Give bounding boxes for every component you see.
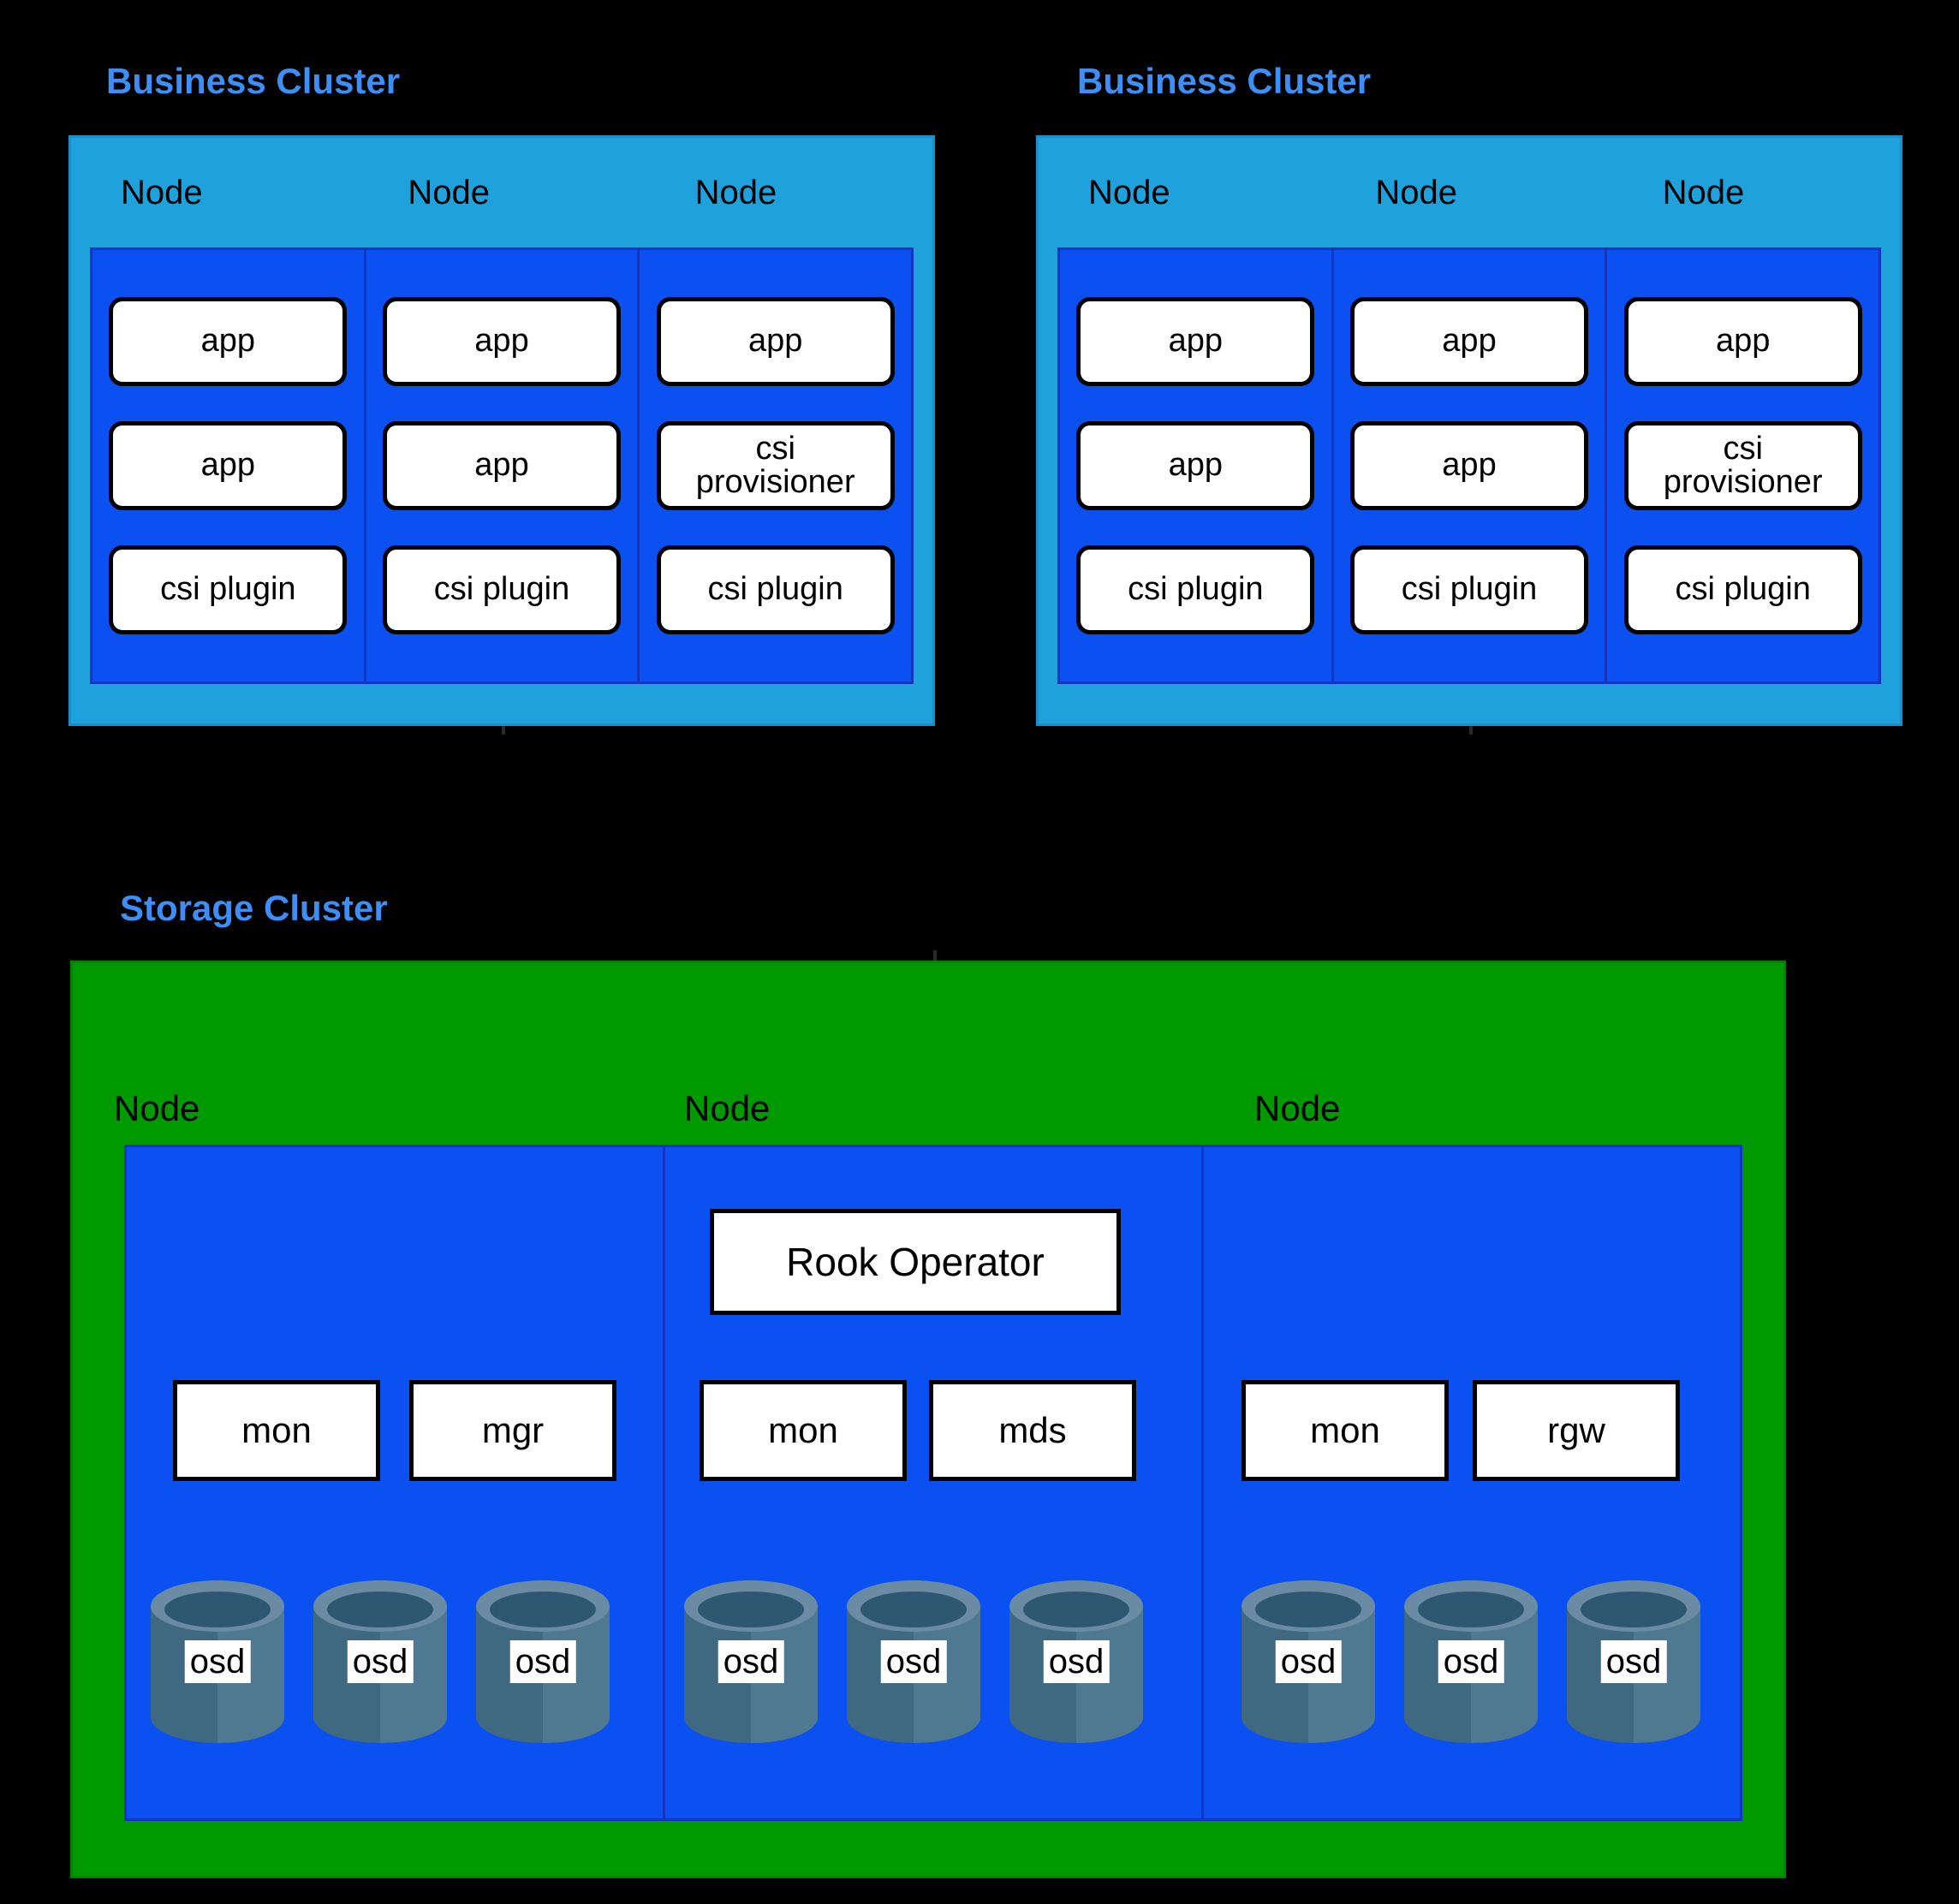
storage-cluster-node-2-label: Node bbox=[1254, 1088, 1341, 1128]
osd-cylinder[interactable]: osd bbox=[1236, 1577, 1380, 1746]
pod-csi-plugin[interactable]: csi plugin bbox=[1076, 545, 1315, 634]
osd-cylinder[interactable]: osd bbox=[471, 1577, 615, 1746]
business-cluster-2-node-1[interactable]: app app csi plugin bbox=[1333, 250, 1608, 681]
pod-app[interactable]: app bbox=[383, 297, 621, 386]
business-cluster-2-node-1-label: Node bbox=[1375, 173, 1457, 211]
service-mon[interactable]: mon bbox=[700, 1380, 907, 1481]
storage-cluster-panel: Node Node Node mon mgr osd bbox=[70, 961, 1786, 1878]
service-mgr[interactable]: mgr bbox=[409, 1380, 616, 1481]
osd-cylinder[interactable]: osd bbox=[308, 1577, 452, 1746]
pod-app[interactable]: app bbox=[656, 297, 895, 386]
osd-cylinder[interactable]: osd bbox=[1399, 1577, 1543, 1746]
pod-csi-provisioner[interactable]: csi provisioner bbox=[1623, 421, 1862, 510]
osd-label: osd bbox=[1275, 1640, 1342, 1683]
osd-label: osd bbox=[718, 1640, 784, 1683]
pod-app[interactable]: app bbox=[109, 421, 348, 510]
business-cluster-2-node-0[interactable]: app app csi plugin bbox=[1060, 250, 1334, 681]
business-cluster-1-node-0[interactable]: app app csi plugin bbox=[92, 250, 366, 681]
storage-cluster-node-labels: Node Node Node bbox=[73, 963, 1783, 1145]
osd-cylinder[interactable]: osd bbox=[1562, 1577, 1706, 1746]
business-cluster-2-node-row: app app csi plugin app app csi plugin ap… bbox=[1057, 247, 1881, 684]
storage-cluster-node-0-label: Node bbox=[114, 1088, 200, 1128]
pod-app[interactable]: app bbox=[383, 421, 621, 510]
osd-label: osd bbox=[1600, 1640, 1667, 1683]
osd-label: osd bbox=[509, 1640, 576, 1683]
storage-cluster-node-row: mon mgr osd osd bbox=[124, 1145, 1742, 1821]
business-cluster-2-panel: Node Node Node app app csi plugin app ap… bbox=[1036, 135, 1902, 726]
business-cluster-1-node-2-label: Node bbox=[694, 173, 777, 211]
pod-csi-plugin[interactable]: csi plugin bbox=[383, 545, 621, 634]
business-cluster-1-node-1[interactable]: app app csi plugin bbox=[366, 250, 640, 681]
storage-cluster-caption: Storage Cluster bbox=[120, 888, 388, 928]
business-cluster-1-node-1-label: Node bbox=[408, 173, 490, 211]
business-cluster-1-caption: Business Cluster bbox=[106, 61, 401, 101]
storage-cluster-node-1[interactable]: Rook Operator mon mds osd bbox=[665, 1147, 1204, 1818]
rook-operator-box[interactable]: Rook Operator bbox=[710, 1209, 1121, 1315]
storage-cluster-node-2[interactable]: mon rgw osd osd bbox=[1204, 1147, 1740, 1818]
osd-cylinder[interactable]: osd bbox=[842, 1577, 985, 1746]
business-cluster-2-node-0-label: Node bbox=[1088, 173, 1170, 211]
pod-csi-provisioner[interactable]: csi provisioner bbox=[656, 421, 895, 510]
osd-label: osd bbox=[880, 1640, 947, 1683]
business-cluster-1-panel: Node Node Node app app csi plugin app ap… bbox=[68, 135, 935, 726]
service-mds[interactable]: mds bbox=[929, 1380, 1136, 1481]
business-cluster-2-node-2[interactable]: app csi provisioner csi plugin bbox=[1607, 250, 1879, 681]
osd-cylinder[interactable]: osd bbox=[679, 1577, 823, 1746]
business-cluster-1-node-0-label: Node bbox=[121, 173, 203, 211]
business-cluster-2-node-2-label: Node bbox=[1662, 173, 1745, 211]
osd-label: osd bbox=[347, 1640, 414, 1683]
pod-app[interactable]: app bbox=[1623, 297, 1862, 386]
alignment-tick bbox=[1469, 726, 1473, 735]
business-cluster-2-caption: Business Cluster bbox=[1077, 61, 1372, 101]
pod-app[interactable]: app bbox=[109, 297, 348, 386]
pod-app[interactable]: app bbox=[1076, 421, 1315, 510]
osd-cylinder[interactable]: osd bbox=[146, 1577, 289, 1746]
business-cluster-1-node-row: app app csi plugin app app csi plugin ap… bbox=[90, 247, 914, 684]
osd-label: osd bbox=[184, 1640, 251, 1683]
business-cluster-1-node-labels: Node Node Node bbox=[71, 138, 932, 247]
pod-app[interactable]: app bbox=[1076, 297, 1315, 386]
service-mon[interactable]: mon bbox=[173, 1380, 380, 1481]
osd-cylinder[interactable]: osd bbox=[1004, 1577, 1148, 1746]
pod-csi-plugin[interactable]: csi plugin bbox=[656, 545, 895, 634]
pod-csi-plugin[interactable]: csi plugin bbox=[1350, 545, 1588, 634]
business-cluster-2-node-labels: Node Node Node bbox=[1039, 138, 1900, 247]
alignment-tick bbox=[933, 950, 937, 961]
storage-cluster-node-1-label: Node bbox=[684, 1088, 771, 1128]
business-cluster-1-node-2[interactable]: app csi provisioner csi plugin bbox=[640, 250, 912, 681]
pod-app[interactable]: app bbox=[1350, 297, 1588, 386]
pod-csi-plugin[interactable]: csi plugin bbox=[1623, 545, 1862, 634]
osd-label: osd bbox=[1438, 1640, 1504, 1683]
pod-csi-plugin[interactable]: csi plugin bbox=[109, 545, 348, 634]
pod-app[interactable]: app bbox=[1350, 421, 1588, 510]
alignment-tick bbox=[502, 726, 505, 735]
service-mon[interactable]: mon bbox=[1241, 1380, 1449, 1481]
service-rgw[interactable]: rgw bbox=[1473, 1380, 1680, 1481]
osd-label: osd bbox=[1043, 1640, 1110, 1683]
storage-cluster-node-0[interactable]: mon mgr osd osd bbox=[127, 1147, 665, 1818]
